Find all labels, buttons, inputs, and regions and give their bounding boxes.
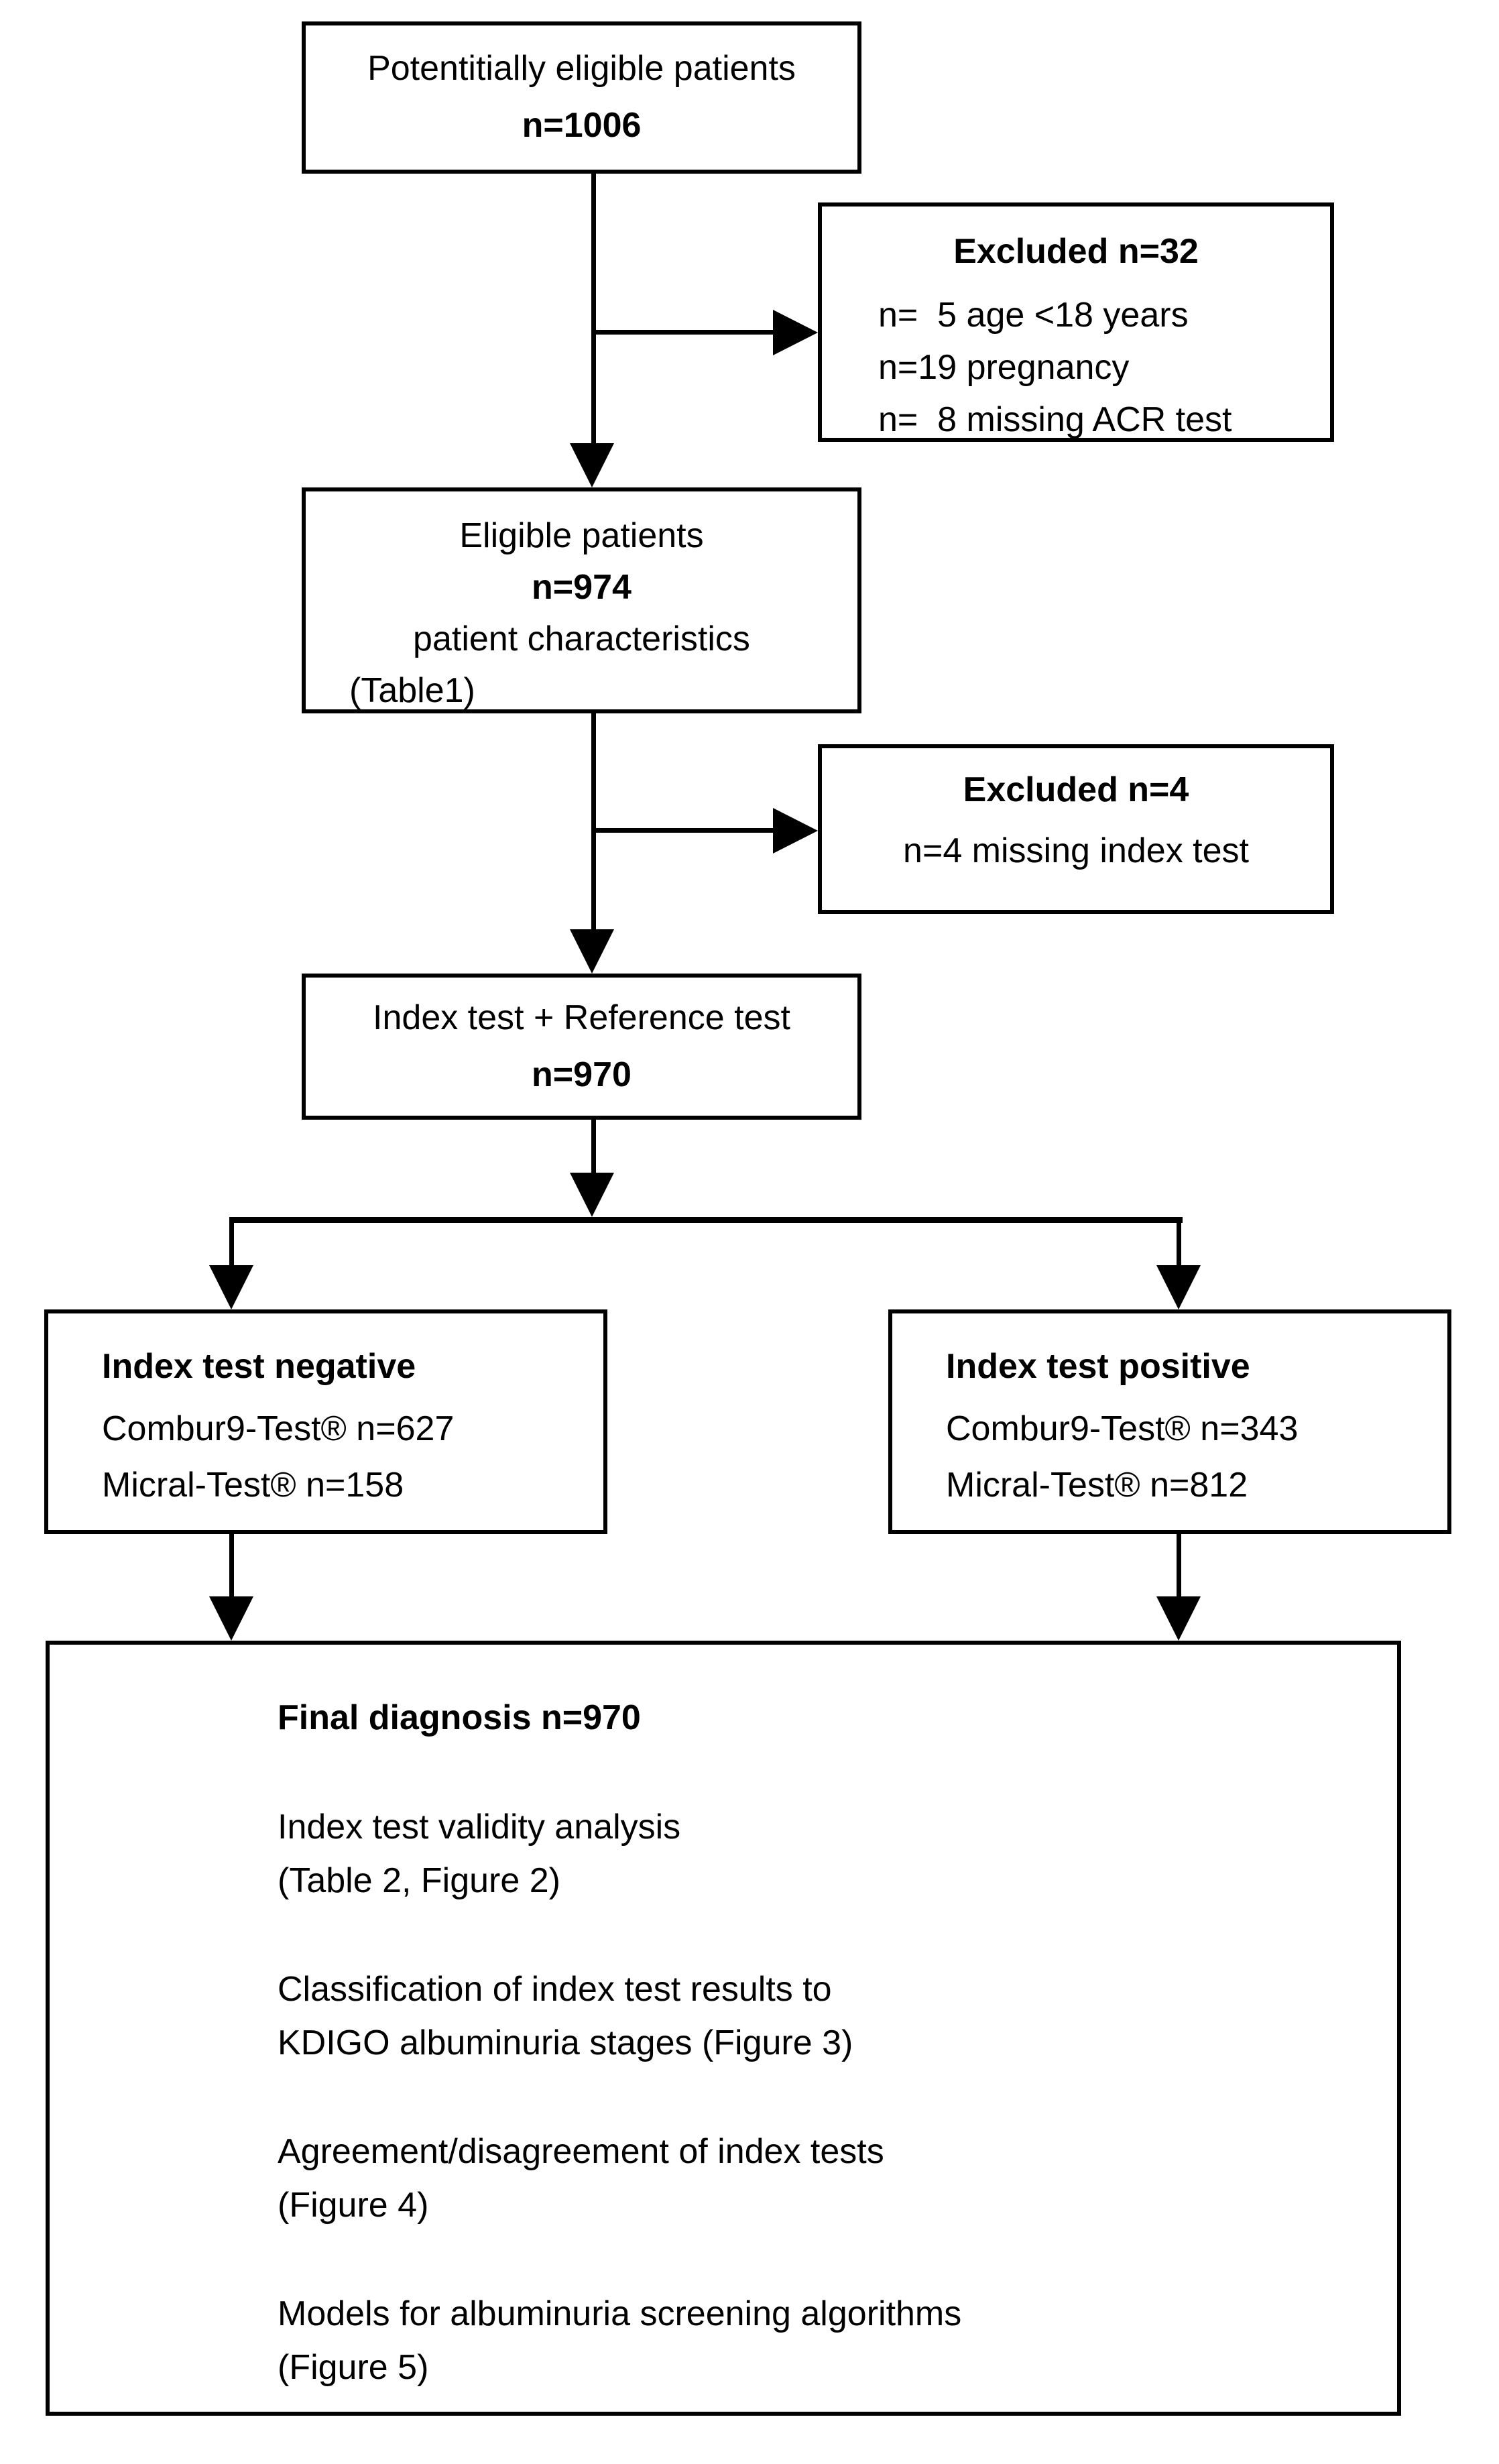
arrow-right-icon [773, 808, 818, 854]
arrow-right-icon [773, 310, 818, 355]
box-eligible-patients: Eligible patients n=974 patient characte… [302, 487, 861, 713]
connector-line-excluded32 [591, 330, 773, 335]
box-title: Index test positive [946, 1347, 1250, 1386]
connector-left-final [229, 1532, 234, 1596]
box-title: Excluded n=32 [953, 232, 1199, 271]
box-note: patient characteristics [413, 620, 750, 658]
box-label: Index test + Reference test [373, 998, 790, 1037]
exclusion-reason: n=19 pregnancy [878, 348, 1130, 387]
arrow-down-icon [209, 1265, 253, 1309]
arrow-down-icon [1156, 1596, 1201, 1641]
box-title: Excluded n=4 [963, 770, 1189, 809]
connector-branch-horizontal [229, 1217, 1183, 1223]
arrow-down-icon [209, 1596, 253, 1641]
analysis-line: Models for albuminuria screening algorit… [278, 2294, 962, 2333]
figure-reference: (Table 2, Figure 2) [278, 1861, 560, 1900]
box-index-test-positive: Index test positive Combur9-Test® n=343 … [888, 1309, 1451, 1534]
patient-count: n=974 [532, 568, 632, 607]
analysis-line: Index test validity analysis [278, 1808, 681, 1846]
box-title: Final diagnosis n=970 [278, 1698, 641, 1737]
arrow-down-icon [1156, 1265, 1201, 1309]
arrow-down-icon [570, 929, 614, 974]
connector-right-drop [1177, 1222, 1181, 1265]
exclusion-reason: n=4 missing index test [903, 831, 1249, 870]
box-title: Index test negative [102, 1347, 416, 1386]
connector-line-down-1 [591, 171, 596, 443]
test-count: Micral-Test® n=158 [102, 1466, 404, 1505]
box-index-test-negative: Index test negative Combur9-Test® n=627 … [44, 1309, 607, 1534]
exclusion-reason: n= 8 missing ACR test [878, 400, 1232, 439]
test-count: Micral-Test® n=812 [946, 1466, 1248, 1505]
connector-branch-stem [591, 1117, 596, 1173]
box-label: Eligible patients [459, 516, 704, 555]
patient-count: n=970 [532, 1055, 632, 1094]
connector-line-excluded4 [591, 828, 773, 833]
analysis-paragraph: Classification of index test results to … [278, 1962, 1397, 2070]
figure-reference: KDIGO albuminuria stages (Figure 3) [278, 2023, 853, 2062]
figure-reference: (Figure 4) [278, 2186, 429, 2225]
analysis-paragraph: Agreement/disagreement of index tests (F… [278, 2125, 1397, 2232]
connector-line-down-2 [591, 711, 596, 929]
box-index-reference-test: Index test + Reference test n=970 [302, 974, 861, 1120]
analysis-line: Classification of index test results to [278, 1970, 832, 2009]
box-excluded-4: Excluded n=4 n=4 missing index test [818, 744, 1334, 914]
test-count: Combur9-Test® n=343 [946, 1409, 1299, 1448]
connector-right-final [1177, 1532, 1181, 1596]
box-final-diagnosis: Final diagnosis n=970 Index test validit… [46, 1641, 1401, 2416]
box-excluded-32: Excluded n=32 n= 5 age <18 years n=19 pr… [818, 202, 1334, 442]
figure-reference: (Figure 5) [278, 2348, 429, 2387]
connector-left-drop [229, 1222, 234, 1265]
box-label: Potentitially eligible patients [367, 49, 796, 88]
box-potentially-eligible-patients: Potentitially eligible patients n=1006 [302, 21, 861, 174]
table-reference: (Table1) [349, 671, 475, 710]
arrow-down-icon [570, 1173, 614, 1217]
arrow-down-icon [570, 443, 614, 487]
analysis-paragraph: Models for albuminuria screening algorit… [278, 2287, 1397, 2394]
analysis-paragraph: Index test validity analysis (Table 2, F… [278, 1800, 1397, 1908]
exclusion-reason: n= 5 age <18 years [878, 296, 1189, 335]
test-count: Combur9-Test® n=627 [102, 1409, 455, 1448]
analysis-line: Agreement/disagreement of index tests [278, 2132, 884, 2171]
patient-count: n=1006 [522, 106, 642, 145]
